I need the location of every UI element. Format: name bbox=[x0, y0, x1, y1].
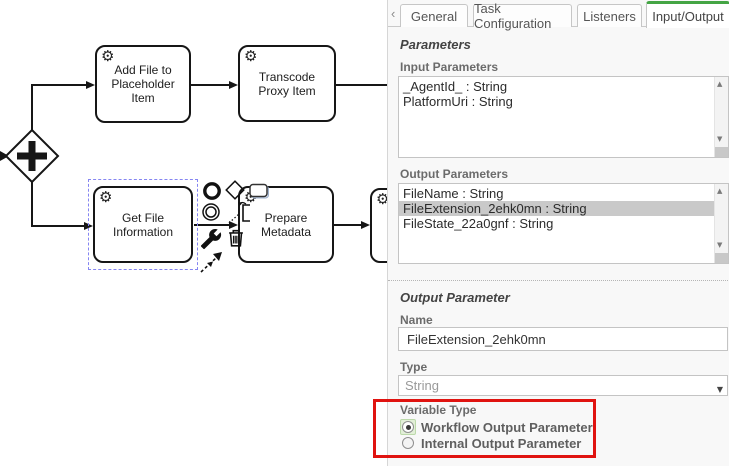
radio-workflow-output-parameter[interactable]: Workflow Output Parameter bbox=[400, 419, 593, 435]
radio-internal-output-parameter[interactable]: Internal Output Parameter bbox=[400, 435, 581, 451]
output-parameters-label: Output Parameters bbox=[400, 167, 509, 181]
context-pad-change-type[interactable] bbox=[200, 228, 222, 250]
task-label: Transcode Proxy Item bbox=[258, 69, 316, 98]
tab-bar: ‹ General Task Configuration Listeners I… bbox=[388, 0, 729, 31]
task-label: Prepare Metadata bbox=[260, 210, 312, 239]
properties-panel: ‹ General Task Configuration Listeners I… bbox=[387, 0, 729, 466]
end-event-icon bbox=[203, 182, 221, 200]
list-item[interactable]: PlatformUri : String bbox=[403, 94, 513, 109]
scroll-down-icon[interactable]: ▼ bbox=[717, 241, 723, 249]
task-label: Get File Information bbox=[112, 210, 174, 239]
list-item-selected[interactable]: FileExtension_2ehk0mn : String bbox=[399, 201, 728, 216]
tab-listeners[interactable]: Listeners bbox=[577, 4, 642, 27]
input-parameters-label: Input Parameters bbox=[400, 60, 499, 74]
tab-general[interactable]: General bbox=[400, 4, 468, 27]
scrollbar-corner bbox=[715, 253, 728, 263]
section-divider bbox=[388, 280, 729, 281]
scroll-down-icon[interactable]: ▼ bbox=[717, 135, 723, 143]
parallel-gateway-plus-icon bbox=[17, 141, 47, 171]
service-task-gear-icon: ⚙ bbox=[244, 47, 258, 65]
type-select[interactable]: String ▼ bbox=[398, 375, 728, 396]
arrowhead bbox=[86, 81, 95, 89]
output-parameters-list[interactable]: FileName : String FileExtension_2ehk0mn … bbox=[398, 183, 729, 264]
task-add-file-to-placeholder-item[interactable]: ⚙ Add File to Placeholder Item bbox=[95, 45, 191, 123]
context-pad-append-gateway[interactable] bbox=[224, 179, 246, 201]
text-annotation-icon bbox=[242, 204, 250, 222]
task-get-file-information[interactable]: ⚙ Get File Information bbox=[93, 186, 193, 263]
list-item[interactable]: FileState_22a0gnf : String bbox=[403, 216, 554, 231]
radio-selected-icon[interactable] bbox=[400, 419, 416, 435]
gateway-icon bbox=[225, 180, 245, 200]
list-item[interactable]: FileName : String bbox=[403, 186, 504, 201]
intermediate-event-icon bbox=[205, 206, 217, 218]
select-caret-icon: ▼ bbox=[716, 385, 723, 394]
flow-gateway-to-getfile[interactable] bbox=[31, 182, 84, 227]
context-pad-append-task[interactable] bbox=[248, 180, 270, 202]
list-scrollbar[interactable]: ▲ ▼ bbox=[714, 184, 728, 263]
tab-input-output[interactable]: Input/Output bbox=[646, 1, 729, 28]
service-task-gear-icon: ⚙ bbox=[99, 188, 113, 206]
bpmn-canvas[interactable] bbox=[0, 0, 390, 466]
task-transcode-proxy-item[interactable]: ⚙ Transcode Proxy Item bbox=[238, 45, 336, 122]
name-input[interactable] bbox=[398, 327, 728, 351]
scroll-up-icon[interactable]: ▲ bbox=[717, 187, 723, 195]
output-parameter-heading: Output Parameter bbox=[400, 290, 510, 305]
scroll-up-icon[interactable]: ▲ bbox=[717, 80, 723, 88]
variable-type-label: Variable Type bbox=[400, 403, 477, 417]
radio-label: Internal Output Parameter bbox=[421, 435, 582, 451]
selection-outline bbox=[88, 179, 198, 270]
wrench-icon bbox=[200, 229, 222, 250]
input-parameters-list[interactable]: _AgentId_ : String PlatformUri : String … bbox=[398, 76, 729, 158]
arrowhead bbox=[229, 81, 238, 89]
trash-icon bbox=[229, 229, 243, 247]
context-pad-append-end-event[interactable] bbox=[201, 180, 223, 202]
flow-gateway-to-addfile[interactable] bbox=[31, 84, 86, 130]
type-select-value: String bbox=[405, 378, 439, 393]
name-label: Name bbox=[400, 313, 433, 327]
type-label: Type bbox=[400, 360, 428, 374]
list-scrollbar[interactable]: ▲ ▼ bbox=[714, 77, 728, 157]
arrowhead bbox=[361, 221, 370, 229]
context-pad-connect[interactable] bbox=[198, 250, 224, 275]
task-label: Add File to Placeholder Item bbox=[111, 63, 175, 105]
tab-task-configuration[interactable]: Task Configuration bbox=[473, 1, 572, 31]
scrollbar-corner bbox=[715, 147, 728, 157]
sequence-flow-arrowhead bbox=[0, 151, 9, 161]
service-task-gear-icon: ⚙ bbox=[101, 47, 115, 65]
radio-unselected-icon[interactable] bbox=[400, 435, 416, 451]
service-task-gear-icon: ⚙ bbox=[376, 190, 390, 208]
arrowhead bbox=[229, 221, 238, 229]
context-pad-append-intermediate-event[interactable] bbox=[200, 201, 222, 223]
context-pad-text-annotation[interactable] bbox=[226, 200, 254, 226]
parameters-heading: Parameters bbox=[400, 37, 471, 52]
connect-arrow-icon bbox=[213, 252, 222, 261]
task-icon bbox=[249, 183, 268, 198]
tab-scroll-left-icon[interactable]: ‹ bbox=[391, 6, 396, 21]
task-prepare-metadata[interactable]: ⚙ Prepare Metadata bbox=[238, 186, 334, 263]
context-pad-delete[interactable] bbox=[225, 227, 247, 249]
radio-label: Workflow Output Parameter bbox=[421, 419, 593, 435]
list-item[interactable]: _AgentId_ : String bbox=[403, 79, 508, 94]
